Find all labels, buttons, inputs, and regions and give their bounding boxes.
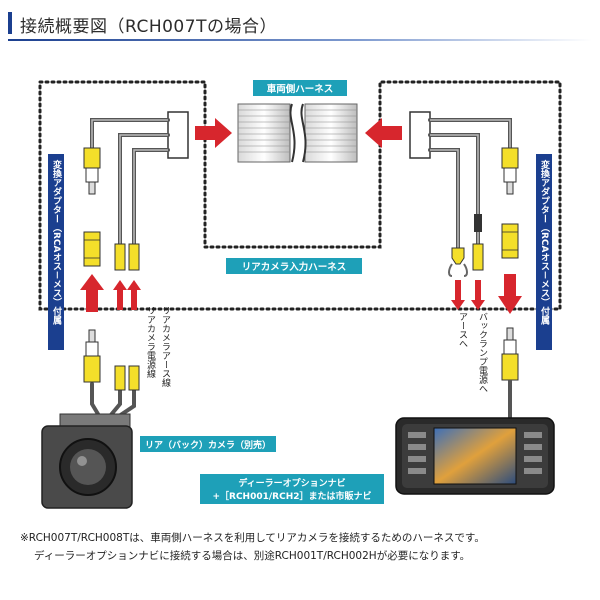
arrow-left-into-harness <box>365 118 402 148</box>
right-adapter-tag: 変換アダプター（RCAオス－メス）付属 <box>536 154 552 350</box>
vehicle-harness-tag: 車両側ハーネス <box>253 80 347 96</box>
vehicle-harness-connector <box>237 103 358 163</box>
ground-terminal <box>448 247 468 277</box>
ground-label: アースへ <box>457 312 468 348</box>
left-rca-adapter <box>83 231 101 267</box>
fuse <box>474 214 482 232</box>
arrow-up-left-rca <box>80 274 104 312</box>
left-adapter-tag: 変換アダプター（RCAオス－メス）付属 <box>48 154 64 350</box>
right-cable-bundle <box>428 118 512 250</box>
right-rca-plug-top <box>501 147 519 195</box>
navi-label-line2: +［RCH001/RCH2］または市販ナビ <box>212 490 371 502</box>
rear-camera <box>41 413 133 509</box>
footnote-line-1: ※RCH007T/RCH008Tは、車両側ハーネスを利用してリアカメラを接続する… <box>20 532 485 544</box>
left-cable-bundle <box>90 118 170 246</box>
connection-diagram: 車両側ハーネス リアカメラ入力ハーネス <box>38 80 562 509</box>
backlamp-terminal <box>472 243 484 271</box>
camera-rca-plug <box>83 329 101 383</box>
title-underline <box>8 39 592 41</box>
left-dotted-boundary <box>38 80 562 311</box>
arrow-down-ground <box>451 280 465 310</box>
navigation-unit <box>395 417 555 495</box>
page-title: 接続概要図（RCH007Tの場合） <box>20 17 277 37</box>
navi-tag: ディーラーオプションナビ +［RCH001/RCH2］または市販ナビ <box>200 474 384 504</box>
vehicle-harness-label: 車両側ハーネス <box>267 83 334 95</box>
navi-rca-plug <box>501 327 519 420</box>
rear-camera-input-harness-label: リアカメラ入力ハーネス <box>242 261 347 273</box>
arrow-down-backlamp <box>471 280 485 310</box>
rear-camera-label: リア（バック）カメラ（別売） <box>145 439 271 451</box>
left-harness-connector <box>167 111 189 159</box>
footnote-line-2: ディーラーオプションナビに接続する場合は、別途RCH001T/RCH002Hが必… <box>34 550 471 562</box>
left-adapter-label: 変換アダプター（RCAオス－メス）付属 <box>51 159 63 326</box>
backlamp-label: バックランプ電源へ <box>477 312 488 393</box>
left-rca-plug-top <box>83 147 101 195</box>
right-rca-adapter <box>501 223 519 259</box>
arrow-up-left-terminal-1 <box>113 280 127 310</box>
navi-label-line1: ディーラーオプションナビ <box>238 477 345 489</box>
camera-ground-wire-label: リアカメラアース線 <box>160 306 171 387</box>
header: 接続概要図（RCH007Tの場合） <box>0 0 600 44</box>
arrow-down-right-rca <box>498 274 522 314</box>
arrow-up-left-terminal-2 <box>127 280 141 310</box>
right-adapter-label: 変換アダプター（RCAオス－メス）付属 <box>539 159 551 326</box>
camera-cable-bundle <box>90 382 136 420</box>
title-accent-bar <box>8 12 12 34</box>
camera-power-wire-label: リアカメラ電源線 <box>145 306 156 378</box>
arrow-right-into-harness <box>195 118 232 148</box>
right-harness-connector <box>409 111 431 159</box>
rear-camera-input-harness-tag: リアカメラ入力ハーネス <box>226 258 362 274</box>
left-wire-terminals <box>114 243 140 271</box>
camera-wire-terminals <box>114 365 140 391</box>
rear-camera-tag: リア（バック）カメラ（別売） <box>140 436 276 452</box>
